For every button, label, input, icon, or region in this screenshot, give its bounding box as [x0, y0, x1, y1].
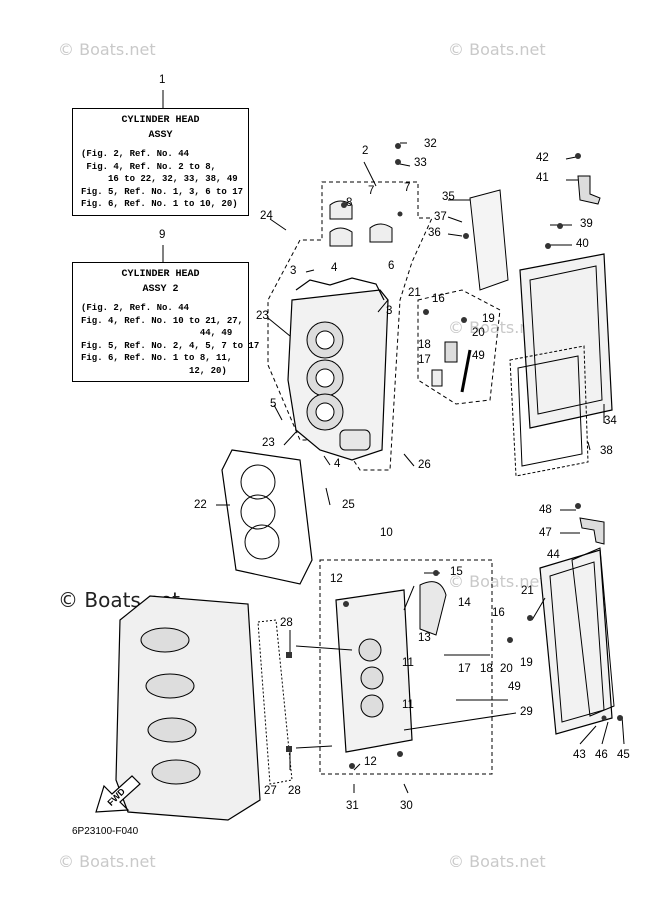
note-line: (Fig. 2, Ref. No. 44	[81, 303, 190, 313]
note-line: 16 to 22, 32, 33, 38, 49	[81, 174, 238, 184]
callout: 4	[334, 458, 341, 470]
callout: 19	[482, 313, 495, 325]
callout: 48	[539, 504, 552, 516]
callout: 35	[442, 191, 455, 203]
callout: 46	[595, 749, 608, 761]
note-line: 44, 49	[81, 328, 233, 338]
note-line: (Fig. 2, Ref. No. 44	[81, 149, 190, 159]
callout: 12	[330, 573, 343, 585]
callout: 43	[573, 749, 586, 761]
callout: 33	[414, 157, 427, 169]
callout: 16	[492, 607, 505, 619]
callout: 38	[600, 445, 613, 457]
callout: 21	[408, 287, 421, 299]
note-number: 1	[159, 74, 166, 86]
callout: 4	[331, 262, 338, 274]
note-line: Fig. 4, Ref. No. 10 to 21, 27,	[81, 315, 244, 326]
note-line: Fig. 5, Ref. No. 2, 4, 5, 7 to 17	[81, 340, 260, 351]
callout: 42	[536, 152, 549, 164]
callout: 28	[280, 617, 293, 629]
callout: 21	[521, 585, 534, 597]
note-subtitle: ASSY	[148, 129, 173, 141]
callout: 17	[418, 354, 431, 366]
callout: 39	[580, 218, 593, 230]
callout: 45	[617, 749, 630, 761]
callout: 22	[194, 499, 207, 511]
note-line: Fig. 6, Ref. No. 1 to 10, 20)	[81, 199, 238, 209]
watermark: © Boats.net	[448, 40, 546, 59]
callout: 13	[418, 632, 431, 644]
callout: 23	[256, 310, 269, 322]
figure-code: 6P23100-F040	[72, 826, 139, 837]
callout: 32	[424, 138, 437, 150]
callout: 11	[402, 657, 414, 669]
callout: 29	[520, 706, 533, 718]
note-number: 9	[159, 229, 166, 241]
callout: 47	[539, 527, 552, 539]
watermark: © Boats.net	[448, 318, 546, 337]
callout: 3	[290, 265, 297, 277]
callout: 12	[364, 756, 377, 768]
callout: 28	[288, 785, 301, 797]
note-title: CYLINDER HEAD	[121, 269, 200, 280]
watermark: © Boats.net	[58, 40, 156, 59]
callout: 14	[458, 597, 471, 609]
callout: 5	[270, 398, 277, 410]
note-box-cylinder-head-assy-2: CYLINDER HEAD ASSY 2 (Fig. 2, Ref. No. 4…	[72, 262, 260, 382]
callout: 15	[450, 566, 463, 578]
callout: 27	[264, 785, 277, 797]
callout: 3	[386, 305, 393, 317]
note-box-cylinder-head-assy: CYLINDER HEAD ASSY (Fig. 2, Ref. No. 44 …	[72, 108, 249, 216]
callout: 6	[388, 260, 395, 272]
callout: 34	[604, 415, 617, 427]
callout: 20	[500, 663, 513, 675]
callout: 36	[428, 227, 441, 239]
callout: 10	[380, 527, 393, 539]
callout: 8	[346, 197, 353, 209]
note-line: 12, 20)	[81, 365, 227, 376]
callout: 19	[520, 657, 533, 669]
callout: 37	[434, 211, 447, 223]
callout: 7	[368, 185, 375, 197]
callout: 2	[362, 145, 369, 157]
watermark: © Boats.net	[448, 572, 546, 591]
watermark: © Boats.net	[58, 852, 156, 871]
callout: 24	[260, 210, 273, 222]
callout: 49	[472, 350, 485, 362]
callout: 18	[418, 339, 431, 351]
callout: 18	[480, 663, 493, 675]
callout: 41	[536, 172, 549, 184]
note-title: CYLINDER HEAD	[121, 115, 200, 126]
callout: 23	[262, 437, 275, 449]
callout: 7	[404, 182, 411, 194]
callout: 30	[400, 800, 413, 812]
callout: 26	[418, 459, 431, 471]
callout: 20	[472, 327, 485, 339]
note-line: Fig. 5, Ref. No. 1, 3, 6 to 17	[81, 186, 244, 197]
callout: 40	[576, 238, 589, 250]
callout: 49	[508, 681, 521, 693]
watermark: © Boats.net	[448, 852, 546, 871]
note-line: Fig. 6, Ref. No. 1 to 8, 11,	[81, 353, 233, 363]
callout: 25	[342, 499, 355, 511]
callout: 16	[432, 293, 445, 305]
callout: 17	[458, 663, 471, 675]
callout: 31	[346, 800, 359, 812]
callout: 11	[402, 699, 414, 711]
note-subtitle: ASSY 2	[142, 283, 179, 295]
note-line: Fig. 4, Ref. No. 2 to 8,	[81, 161, 217, 172]
callout: 44	[547, 549, 560, 561]
